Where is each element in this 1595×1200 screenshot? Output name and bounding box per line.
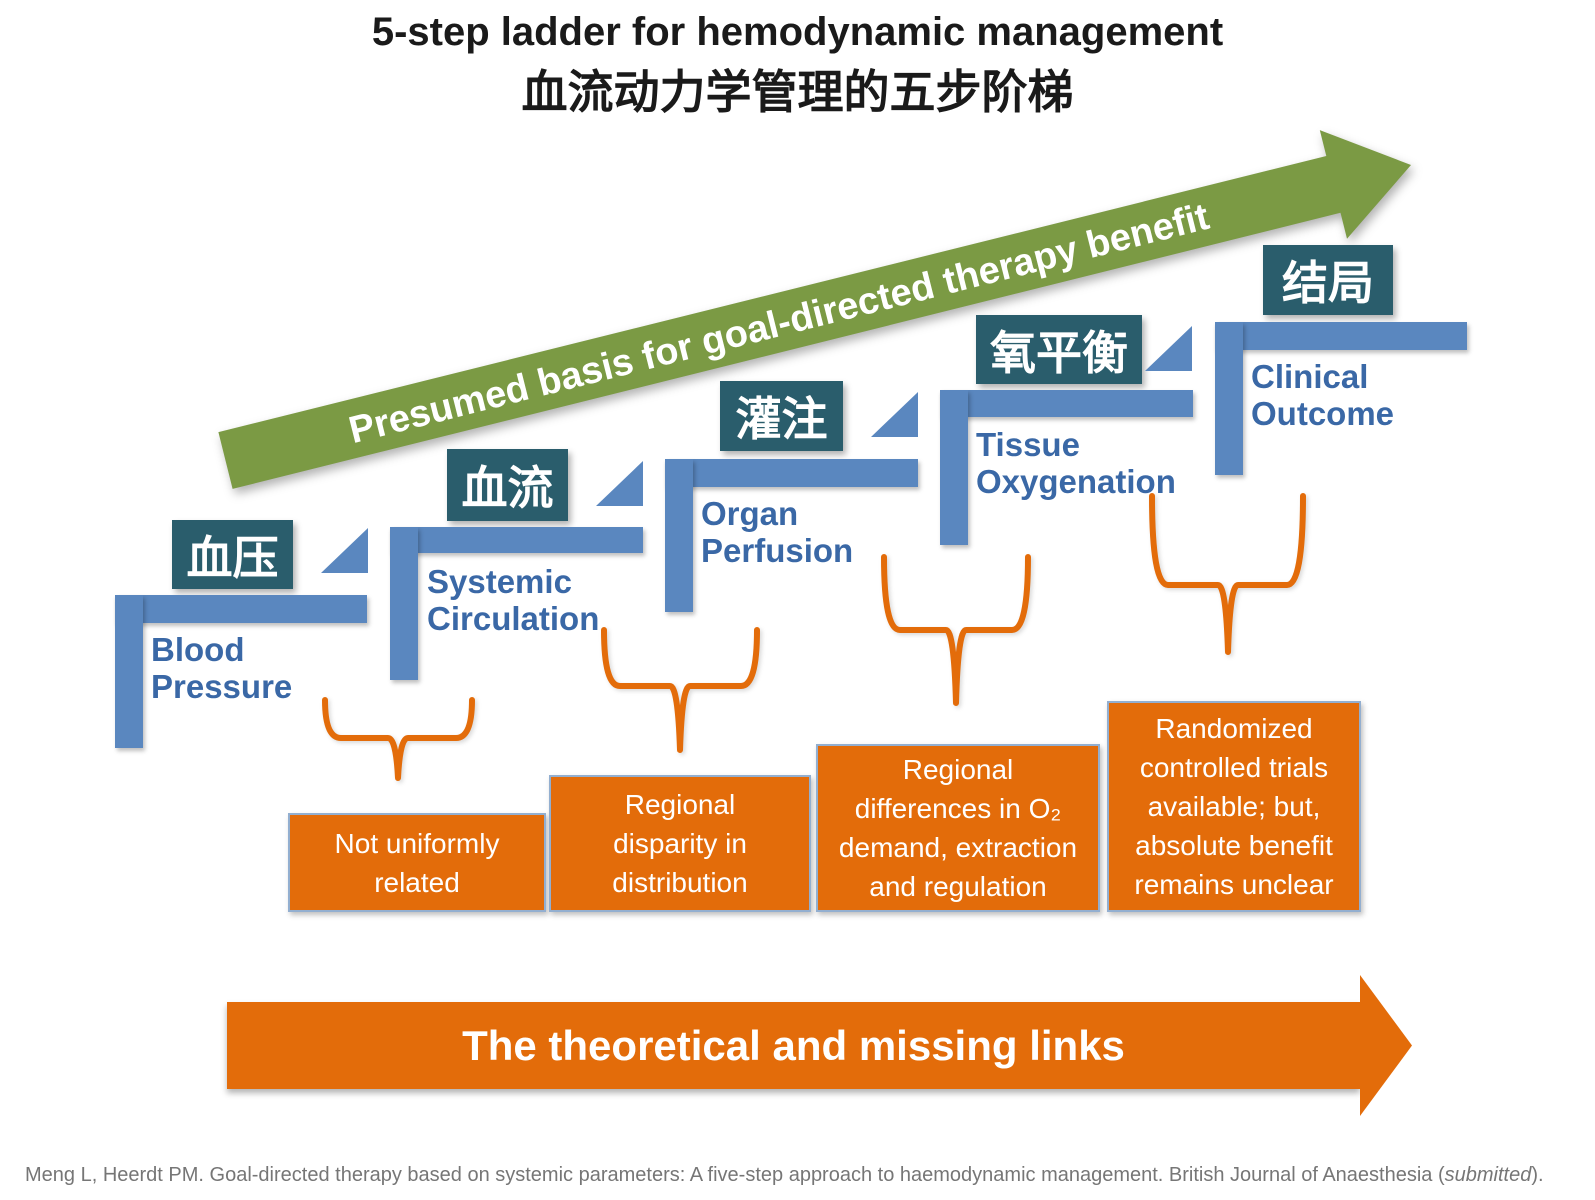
step-3-chinese-label: 灌注 (735, 392, 828, 446)
brace-blood-pressure-to-systemic (322, 697, 475, 781)
step-connector-triangle-2 (596, 461, 643, 506)
citation-text: Meng L, Heerdt PM. Goal-directed therapy… (25, 1164, 1445, 1186)
brace-perfusion-to-oxygenation (881, 554, 1031, 706)
step-connector-triangle-4 (1145, 326, 1192, 371)
gap-note-3-text: Regional differences in O₂ demand, extra… (838, 754, 1078, 902)
citation-closing: ). (1531, 1164, 1544, 1186)
gap-note-4-text: Randomized controlled trials available; … (1134, 713, 1334, 900)
step-5-chinese-label: 结局 (1282, 256, 1374, 310)
bottom-arrow-head-icon (1360, 975, 1412, 1116)
step-5-english-label: Clinical Outcome (1251, 358, 1395, 432)
step-3-bar-vertical (665, 459, 693, 612)
step-connector-triangle-3 (871, 392, 918, 437)
step-5-bar-vertical (1215, 322, 1243, 475)
step-5-bar-horizontal (1215, 322, 1467, 350)
step-3-english-label: Organ Perfusion (701, 495, 854, 569)
gap-note-1-text: Not uniformly related (334, 827, 500, 898)
brace-oxygenation-to-outcome (1149, 493, 1306, 655)
step-1-bar-vertical (115, 595, 143, 748)
step-connector-triangle-1 (321, 528, 368, 573)
bottom-arrow: The theoretical and missing links (227, 1002, 1360, 1089)
page-title-chinese: 血流动力学管理的五步阶梯 (521, 65, 1074, 119)
step-2-bar-vertical (390, 527, 418, 680)
step-1-chinese-badge: 血压 (172, 520, 293, 589)
step-3-bar-horizontal (665, 459, 918, 487)
step-4-bar-horizontal (940, 390, 1193, 417)
step-3-chinese-badge: 灌注 (720, 381, 843, 451)
bottom-arrow-label: The theoretical and missing links (462, 1021, 1125, 1069)
step-4-chinese-label: 氧平衡 (990, 325, 1128, 380)
gap-note-1: Not uniformly related (288, 813, 546, 912)
step-2-chinese-badge: 血流 (447, 449, 568, 521)
step-2-chinese-label: 血流 (461, 461, 554, 515)
step-2-english-label: Systemic Circulation (427, 563, 600, 637)
citation-status-italic: submitted (1444, 1164, 1532, 1186)
step-5-chinese-badge: 结局 (1263, 245, 1393, 315)
citation: Meng L, Heerdt PM. Goal-directed therapy… (25, 1163, 1573, 1187)
step-4-english-label: Tissue Oxygenation (976, 426, 1176, 500)
step-4-bar-vertical (940, 390, 968, 545)
brace-systemic-to-perfusion (601, 627, 760, 753)
gap-note-4: Randomized controlled trials available; … (1107, 701, 1361, 912)
step-2-bar-horizontal (390, 527, 643, 553)
step-4-chinese-badge: 氧平衡 (976, 315, 1142, 384)
step-1-bar-horizontal (115, 595, 367, 623)
gap-note-2: Regional disparity in distribution (549, 775, 811, 912)
step-1-english-label: Blood Pressure (151, 631, 293, 705)
step-1-chinese-label: 血压 (186, 530, 279, 585)
gap-note-2-text: Regional disparity in distribution (612, 789, 748, 898)
page-title: 5-step ladder for hemodynamic management (371, 10, 1224, 54)
gap-note-3: Regional differences in O₂ demand, extra… (816, 744, 1100, 912)
